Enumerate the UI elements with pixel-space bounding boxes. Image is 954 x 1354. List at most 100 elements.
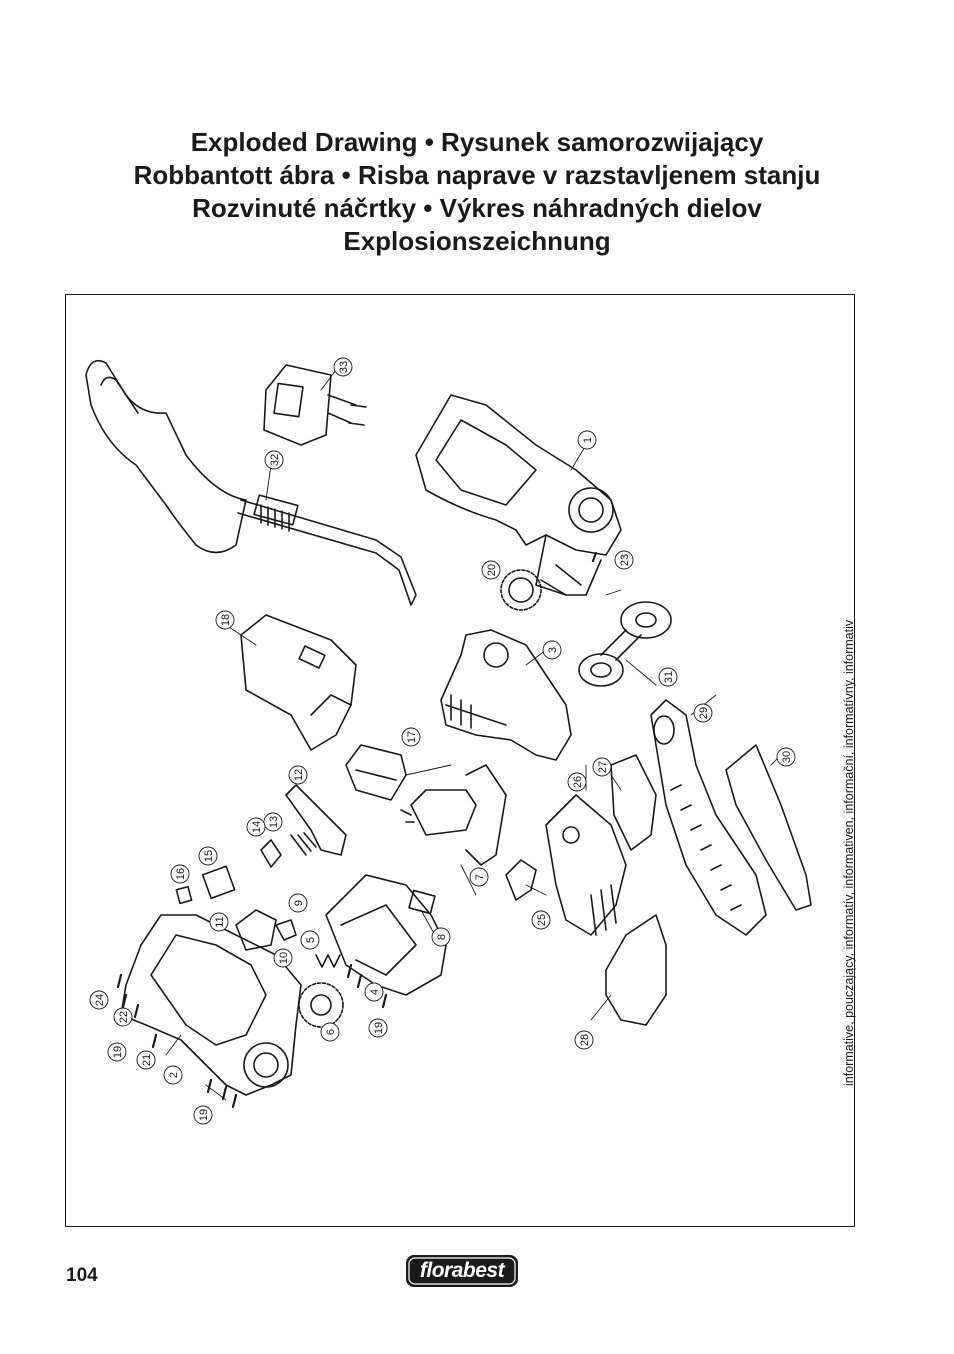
lever-parts [235,909,297,951]
callout-18-label: 18 [220,614,232,626]
knob-part [578,601,672,687]
callout-5: 5 [300,930,320,950]
plate-part [408,889,436,915]
callout-23-label: 23 [619,554,631,566]
callout-4: 4 [364,982,384,1002]
motor-part [400,764,507,866]
hedge-blade-part [650,699,767,936]
callout-19c: 19 [193,1105,213,1125]
callout-31-label: 31 [663,671,675,683]
callout-12-label: 12 [293,769,305,781]
callout-15-label: 15 [203,850,215,862]
callout-10-label: 10 [278,952,290,964]
callout-29-label: 29 [698,707,710,719]
callout-12: 12 [288,765,308,785]
callout-19b: 19 [368,1018,388,1038]
top-housing-part [415,394,622,596]
drive-gear-part [298,982,344,1028]
screws [116,551,598,1109]
callout-27: 27 [592,757,612,777]
informative-note: informative, pouczający, informatív, inf… [842,619,856,1086]
shear-guard-part [605,914,667,1026]
page-title: Exploded Drawing • Rysunek samorozwijają… [0,126,954,258]
charger-part [263,364,367,446]
callout-11: 11 [209,912,229,932]
battery-part [240,614,357,751]
callout-33: 33 [333,357,353,377]
callout-33-label: 33 [338,361,350,373]
title-line-3: Rozvinuté náčrtky • Výkres náhradných di… [192,193,762,223]
callout-14-label: 14 [251,821,263,833]
switch-parts [260,784,347,868]
callout-28: 28 [574,1030,594,1050]
blade-guard-part [725,744,812,911]
small-cover-part [505,859,537,901]
callout-28-label: 28 [579,1034,591,1046]
callout-13: 13 [263,812,283,832]
gear-part [500,569,542,611]
callout-13-label: 13 [268,816,280,828]
callout-2-label: 2 [168,1072,180,1078]
bottom-housing-part [120,914,302,1096]
title-line-2: Robbantott ábra • Risba naprave v razsta… [133,160,821,190]
callout-24: 24 [89,990,109,1010]
callout-32: 32 [264,450,284,470]
callout-7: 7 [469,867,489,887]
callout-2: 2 [163,1065,183,1085]
small-parts [175,865,236,905]
callout-15: 15 [198,846,218,866]
spring-part [315,954,341,968]
logo-badge [406,1255,518,1287]
callout-22: 22 [113,1007,133,1027]
exploded-drawing [85,359,812,1109]
gearbox-part [440,629,572,761]
callout-25: 25 [531,910,551,930]
callout-19a: 19 [107,1042,127,1062]
callout-1: 1 [577,430,597,450]
callout-29: 29 [693,703,713,723]
callout-17: 17 [401,727,421,747]
callout-22-label: 22 [118,1011,130,1023]
callout-3: 3 [542,640,562,660]
leader-lines [165,369,787,1101]
callout-19a-label: 19 [112,1046,124,1058]
title-line-1: Exploded Drawing • Rysunek samorozwijają… [190,127,764,157]
callout-16-label: 16 [175,868,187,880]
page-number: 104 [66,1265,98,1286]
callout-9: 9 [288,893,308,913]
callout-9-label: 9 [293,900,305,906]
callout-21-label: 21 [141,1054,153,1066]
callout-1-label: 1 [582,437,594,443]
callout-3-label: 3 [547,647,559,653]
callout-6-label: 6 [325,1029,337,1035]
callout-25-label: 25 [536,914,548,926]
callout-16: 16 [170,864,190,884]
callout-30: 30 [776,747,796,767]
callout-32-label: 32 [269,454,281,466]
callout-5-label: 5 [305,937,317,943]
florabest-logo: florabest [405,1254,519,1288]
callout-11-label: 11 [214,916,226,927]
callout-24-label: 24 [94,994,106,1006]
callout-labels: 1 2 3 4 5 6 7 8 9 10 11 12 13 14 15 16 1… [89,357,796,1125]
bracket-part [610,754,657,851]
logo-text: florabest [419,1259,505,1282]
callout-23: 23 [614,550,634,570]
callout-26: 26 [567,772,587,792]
callout-18: 18 [215,610,235,630]
handle-part [85,359,417,606]
callout-17-label: 17 [406,731,418,743]
callout-6: 6 [320,1022,340,1042]
callout-10: 10 [273,948,293,968]
callout-8: 8 [431,927,451,947]
shear-blade-part [545,794,627,936]
callout-19b-label: 19 [373,1022,385,1034]
callout-27-label: 27 [597,761,609,773]
callout-21: 21 [136,1050,156,1070]
callout-31: 31 [658,667,678,687]
callout-8-label: 8 [436,934,448,940]
callout-19c-label: 19 [198,1109,210,1121]
callout-7-label: 7 [474,874,486,880]
callout-30-label: 30 [781,751,793,763]
callout-14: 14 [246,817,266,837]
